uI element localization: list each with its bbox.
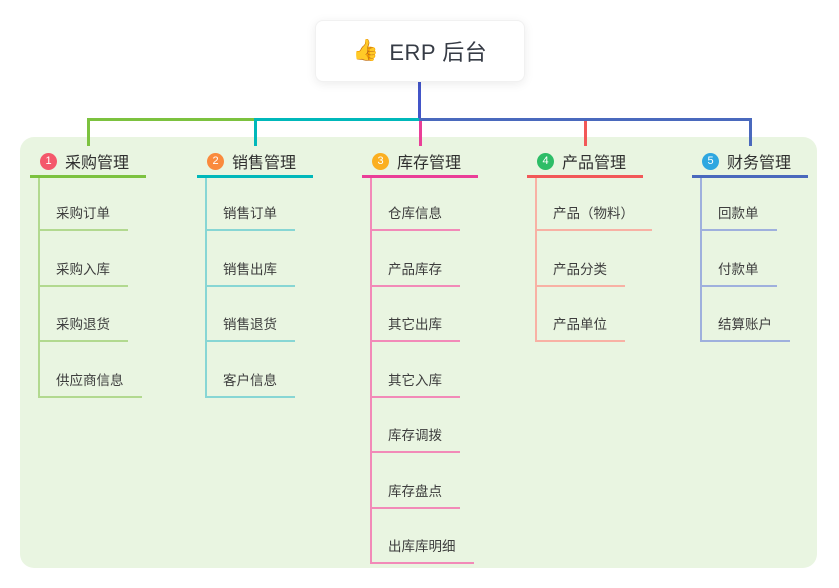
branch-label: 采购管理 (65, 155, 130, 172)
child-node-label: 供应商信息 (38, 370, 142, 398)
child-node-label: 销售退货 (205, 314, 295, 342)
branch-node[interactable]: 5 财务管理 (692, 137, 808, 178)
branch-drop-line (86, 118, 90, 146)
child-node[interactable]: 付款单 (700, 259, 777, 287)
child-node[interactable]: 其它入库 (370, 370, 460, 398)
child-node[interactable]: 仓库信息 (370, 203, 460, 231)
branch-trunk-line (535, 178, 537, 342)
branch-node[interactable]: 4 产品管理 (527, 137, 643, 178)
child-node-label: 其它入库 (370, 370, 460, 398)
branch-2: 2 销售管理销售订单销售出库销售退货客户信息 (197, 137, 367, 398)
child-node-label: 采购订单 (38, 203, 128, 231)
child-node-label: 付款单 (700, 259, 777, 287)
child-node-label: 产品单位 (535, 314, 625, 342)
branch-number-badge: 4 (537, 152, 554, 170)
child-node[interactable]: 采购退货 (38, 314, 128, 342)
branch-number-badge: 2 (207, 152, 224, 170)
branch-node[interactable]: 2 销售管理 (197, 137, 313, 178)
rail-segment (86, 118, 257, 121)
child-node[interactable]: 客户信息 (205, 370, 295, 398)
branch-drop-line (583, 118, 587, 146)
child-node-label: 出库库明细 (370, 536, 474, 564)
branch-number-badge: 1 (40, 152, 57, 170)
branch-4: 4 产品管理产品（物料） 产品分类产品单位 (527, 137, 697, 342)
child-node[interactable]: 产品分类 (535, 259, 625, 287)
child-node[interactable]: 采购订单 (38, 203, 128, 231)
branch-trunk-line (205, 178, 207, 398)
child-node[interactable]: 销售退货 (205, 314, 295, 342)
child-node[interactable]: 产品（物料） (535, 203, 652, 231)
child-node-label: 客户信息 (205, 370, 295, 398)
child-node[interactable]: 结算账户 (700, 314, 790, 342)
child-node-label: 其它出库 (370, 314, 460, 342)
rail-segment (253, 118, 422, 121)
branch-node[interactable]: 3 库存管理 (362, 137, 478, 178)
branch-label: 产品管理 (562, 155, 627, 172)
branch-label: 财务管理 (727, 155, 792, 172)
branch-number-badge: 3 (372, 152, 389, 170)
child-node-label: 销售订单 (205, 203, 295, 231)
branch-drop-line (253, 118, 257, 146)
child-node-label: 销售出库 (205, 259, 295, 287)
branch-drop-line (748, 118, 752, 146)
child-node-label: 库存盘点 (370, 481, 460, 509)
child-node[interactable]: 出库库明细 (370, 536, 474, 564)
child-node[interactable]: 回款单 (700, 203, 777, 231)
child-node[interactable]: 库存盘点 (370, 481, 460, 509)
child-node[interactable]: 产品库存 (370, 259, 460, 287)
branch-3: 3 库存管理仓库信息产品库存其它出库其它入库库存调拨库存盘点出库库明细 (362, 137, 532, 564)
root-connector-stem (418, 82, 421, 121)
child-node[interactable]: 产品单位 (535, 314, 625, 342)
branch-label: 销售管理 (232, 155, 297, 172)
branch-trunk-line (38, 178, 40, 398)
thumbs-up-icon: 👍 (352, 39, 380, 62)
child-node-label: 产品分类 (535, 259, 625, 287)
child-node-label: 回款单 (700, 203, 777, 231)
branch-5: 5 财务管理回款单付款单结算账户 (692, 137, 839, 342)
child-node-label: 采购退货 (38, 314, 128, 342)
child-node-label: 采购入库 (38, 259, 128, 287)
branch-1: 1 采购管理采购订单采购入库采购退货供应商信息 (30, 137, 200, 398)
child-node[interactable]: 其它出库 (370, 314, 460, 342)
child-node-label: 产品库存 (370, 259, 460, 287)
child-node-label: 库存调拨 (370, 425, 460, 453)
child-node-label: 产品（物料） (535, 203, 652, 231)
root-node-label: ERP 后台 (389, 40, 488, 65)
child-node[interactable]: 销售订单 (205, 203, 295, 231)
branch-group-panel (20, 137, 817, 568)
branch-number-badge: 5 (702, 152, 719, 170)
child-node[interactable]: 采购入库 (38, 259, 128, 287)
branch-trunk-line (700, 178, 702, 342)
child-node[interactable]: 供应商信息 (38, 370, 142, 398)
child-node[interactable]: 库存调拨 (370, 425, 460, 453)
branch-node[interactable]: 1 采购管理 (30, 137, 146, 178)
child-node-label: 仓库信息 (370, 203, 460, 231)
root-node[interactable]: 👍 ERP 后台 (315, 20, 525, 82)
rail-segment (418, 118, 752, 121)
branch-drop-line (418, 118, 422, 146)
child-node[interactable]: 销售出库 (205, 259, 295, 287)
branch-trunk-line (370, 178, 372, 564)
child-node-label: 结算账户 (700, 314, 790, 342)
branch-label: 库存管理 (397, 155, 462, 172)
